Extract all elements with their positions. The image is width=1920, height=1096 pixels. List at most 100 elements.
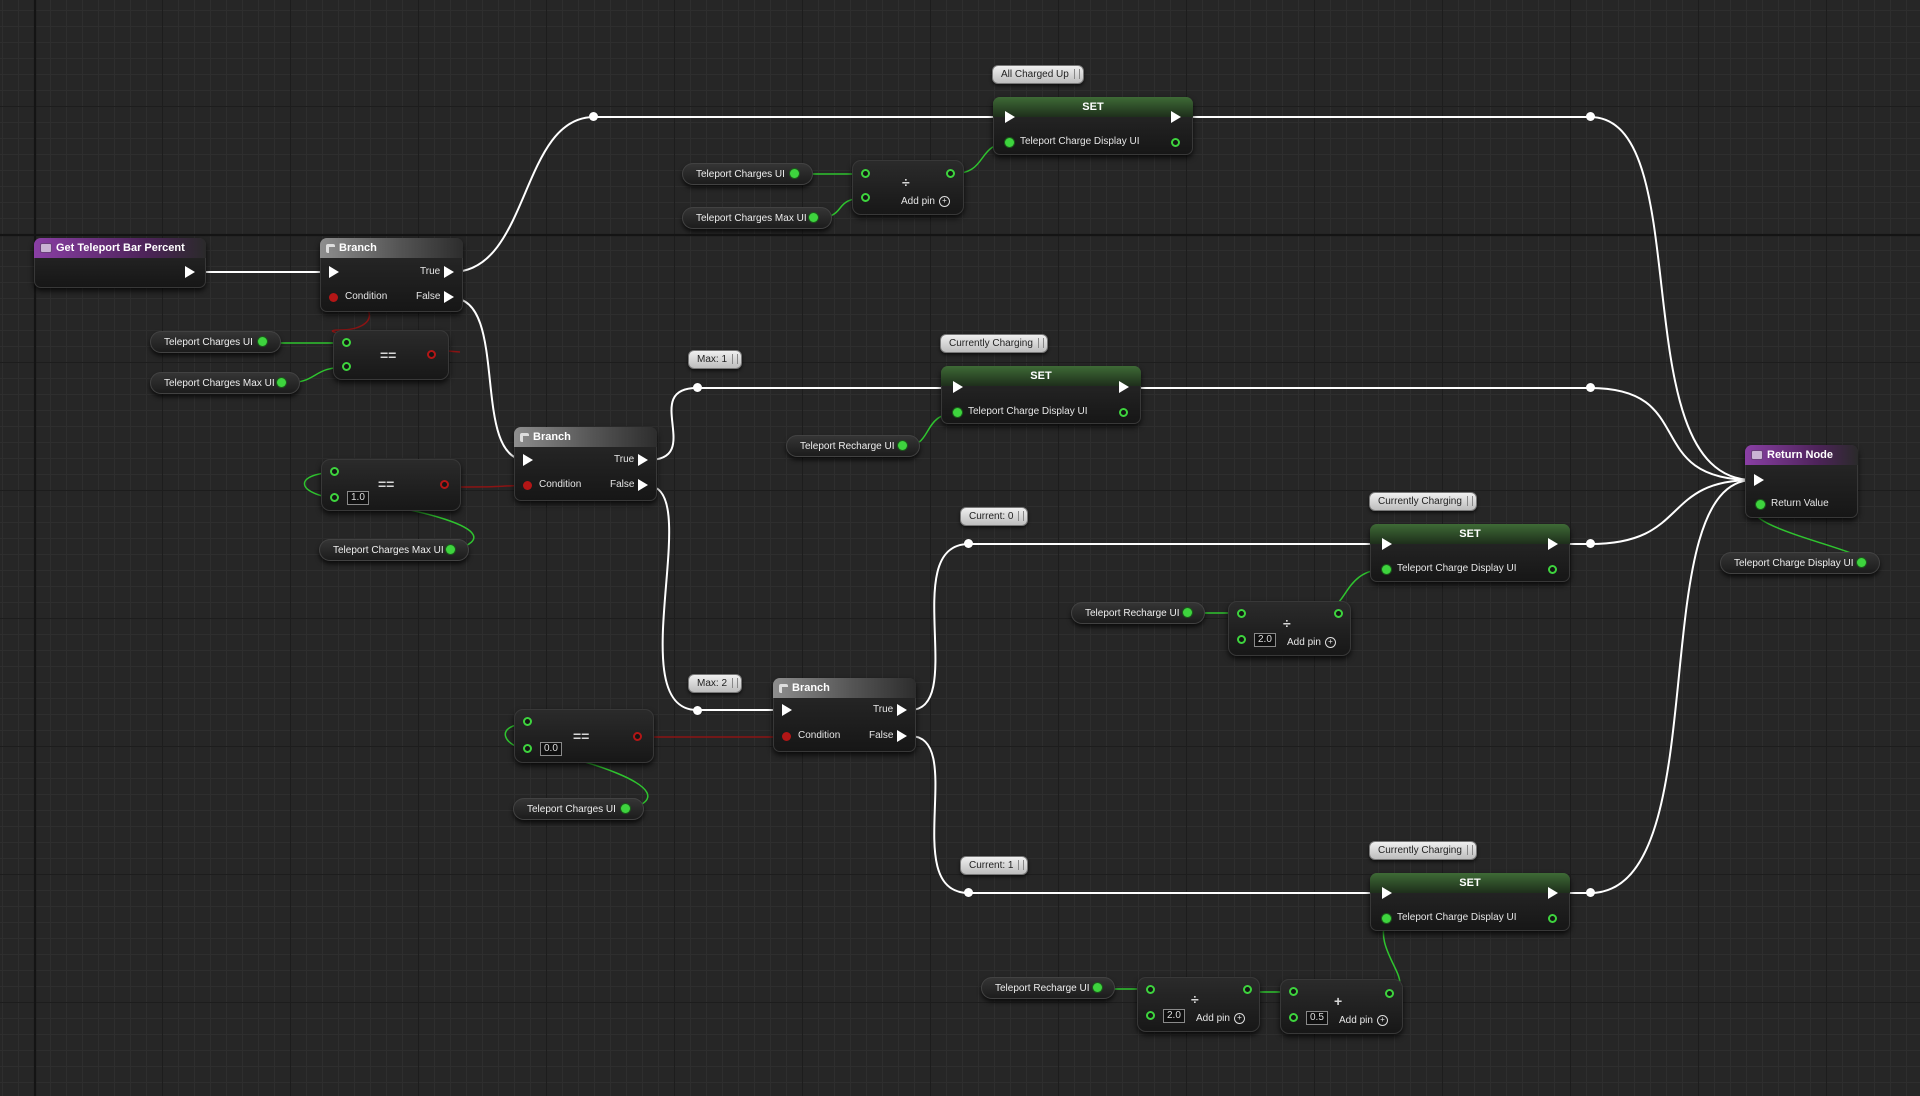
exec-in-pin[interactable] [1005, 111, 1015, 123]
exec-in-pin[interactable] [329, 266, 339, 278]
value-out-pin[interactable] [1093, 983, 1102, 992]
exec-out-pin[interactable] [1119, 381, 1129, 393]
value-in-pin[interactable] [1005, 138, 1014, 147]
exec-true-pin[interactable] [897, 704, 907, 716]
divide-node-3[interactable]: 2.0 ÷ Add pin+ [1137, 977, 1260, 1032]
add-pin-button[interactable]: Add pin+ [1339, 1015, 1388, 1026]
exec-false-pin[interactable] [897, 730, 907, 742]
a-in-pin[interactable] [523, 717, 532, 726]
result-out-pin[interactable] [1243, 985, 1252, 994]
exec-in-pin[interactable] [953, 381, 963, 393]
teleport-charges-ui-getter[interactable]: Teleport Charges UI [682, 163, 813, 185]
result-out-pin[interactable] [1334, 609, 1343, 618]
value-in-pin[interactable] [1382, 565, 1391, 574]
exec-in-pin[interactable] [782, 704, 792, 716]
return-value-pin[interactable] [1756, 500, 1765, 509]
value-out-pin[interactable] [790, 169, 799, 178]
a-in-pin[interactable] [330, 467, 339, 476]
reroute-node[interactable] [589, 112, 598, 121]
exec-in-pin[interactable] [1754, 474, 1764, 486]
exec-in-pin[interactable] [1382, 887, 1392, 899]
exec-in-pin[interactable] [1382, 538, 1392, 550]
value-out-pin[interactable] [1548, 565, 1557, 574]
teleport-charges-max-ui-getter[interactable]: Teleport Charges Max UI [682, 207, 832, 229]
divide-node-2[interactable]: 2.0 ÷ Add pin+ [1228, 601, 1351, 656]
teleport-recharge-ui-getter[interactable]: Teleport Recharge UI [786, 435, 920, 457]
b-in-pin[interactable] [1237, 635, 1246, 644]
exec-true-pin[interactable] [638, 454, 648, 466]
reroute-node[interactable] [693, 706, 702, 715]
condition-pin[interactable] [329, 293, 338, 302]
b-in-pin[interactable] [523, 744, 532, 753]
exec-false-pin[interactable] [444, 291, 454, 303]
teleport-charges-max-ui-getter[interactable]: Teleport Charges Max UI [150, 372, 300, 394]
value-out-pin[interactable] [1548, 914, 1557, 923]
return-node[interactable]: Return Node Return Value [1745, 445, 1858, 518]
reroute-node[interactable] [964, 539, 973, 548]
reroute-node[interactable] [964, 888, 973, 897]
a-in-pin[interactable] [1289, 987, 1298, 996]
literal-field[interactable]: 1.0 [347, 491, 369, 505]
condition-pin[interactable] [523, 481, 532, 490]
b-in-pin[interactable] [861, 193, 870, 202]
value-in-pin[interactable] [953, 408, 962, 417]
literal-field[interactable]: 2.0 [1254, 633, 1276, 647]
exec-in-pin[interactable] [523, 454, 533, 466]
add-pin-button[interactable]: Add pin+ [1196, 1013, 1245, 1024]
a-in-pin[interactable] [342, 338, 351, 347]
add-pin-button[interactable]: Add pin+ [901, 196, 950, 207]
value-out-pin[interactable] [258, 337, 267, 346]
literal-field[interactable]: 2.0 [1163, 1009, 1185, 1023]
value-out-pin[interactable] [277, 378, 286, 387]
set-node-all-charged[interactable]: SET Teleport Charge Display UI [993, 97, 1193, 155]
exec-out-pin[interactable] [1548, 538, 1558, 550]
bool-out-pin[interactable] [440, 480, 449, 489]
teleport-recharge-ui-getter[interactable]: Teleport Recharge UI [981, 977, 1115, 999]
add-pin-button[interactable]: Add pin+ [1287, 637, 1336, 648]
divide-node-1[interactable]: ÷ Add pin+ [852, 160, 964, 215]
teleport-charges-ui-getter[interactable]: Teleport Charges UI [513, 798, 644, 820]
reroute-node[interactable] [1586, 888, 1595, 897]
b-in-pin[interactable] [1146, 1011, 1155, 1020]
add-node-1[interactable]: 0.5 + Add pin+ [1280, 979, 1403, 1034]
value-out-pin[interactable] [1857, 558, 1866, 567]
a-in-pin[interactable] [861, 169, 870, 178]
result-out-pin[interactable] [946, 169, 955, 178]
exec-out-pin[interactable] [1171, 111, 1181, 123]
reroute-node[interactable] [1586, 112, 1595, 121]
equal-node-1[interactable]: == [333, 330, 449, 380]
branch-node-2[interactable]: Branch Condition True False [514, 427, 657, 501]
b-in-pin[interactable] [330, 493, 339, 502]
exec-out-pin[interactable] [185, 266, 195, 278]
value-out-pin[interactable] [898, 441, 907, 450]
b-in-pin[interactable] [342, 362, 351, 371]
value-out-pin[interactable] [621, 804, 630, 813]
bool-out-pin[interactable] [633, 732, 642, 741]
exec-out-pin[interactable] [1548, 887, 1558, 899]
equal-node-3[interactable]: 0.0 == [514, 709, 654, 763]
condition-pin[interactable] [782, 732, 791, 741]
value-out-pin[interactable] [1183, 608, 1192, 617]
bool-out-pin[interactable] [427, 350, 436, 359]
reroute-node[interactable] [1586, 539, 1595, 548]
teleport-charges-ui-getter[interactable]: Teleport Charges UI [150, 331, 281, 353]
a-in-pin[interactable] [1237, 609, 1246, 618]
set-node-max1[interactable]: SET Teleport Charge Display UI [941, 366, 1141, 424]
branch-node-1[interactable]: Branch Condition True False [320, 238, 463, 312]
literal-field[interactable]: 0.0 [540, 742, 562, 756]
teleport-recharge-ui-getter[interactable]: Teleport Recharge UI [1071, 602, 1205, 624]
branch-node-3[interactable]: Branch Condition True False [773, 678, 916, 752]
teleport-charges-max-ui-getter[interactable]: Teleport Charges Max UI [319, 539, 469, 561]
teleport-charge-display-ui-getter[interactable]: Teleport Charge Display UI [1720, 552, 1880, 574]
equal-node-2[interactable]: 1.0 == [321, 459, 461, 511]
value-out-pin[interactable] [1171, 138, 1180, 147]
value-out-pin[interactable] [446, 545, 455, 554]
exec-true-pin[interactable] [444, 266, 454, 278]
literal-field[interactable]: 0.5 [1306, 1011, 1328, 1025]
reroute-node[interactable] [693, 383, 702, 392]
reroute-node[interactable] [1586, 383, 1595, 392]
set-node-current1[interactable]: SET Teleport Charge Display UI [1370, 873, 1570, 931]
value-out-pin[interactable] [809, 213, 818, 222]
get-teleport-bar-percent-node[interactable]: Get Teleport Bar Percent [34, 238, 206, 288]
exec-false-pin[interactable] [638, 479, 648, 491]
